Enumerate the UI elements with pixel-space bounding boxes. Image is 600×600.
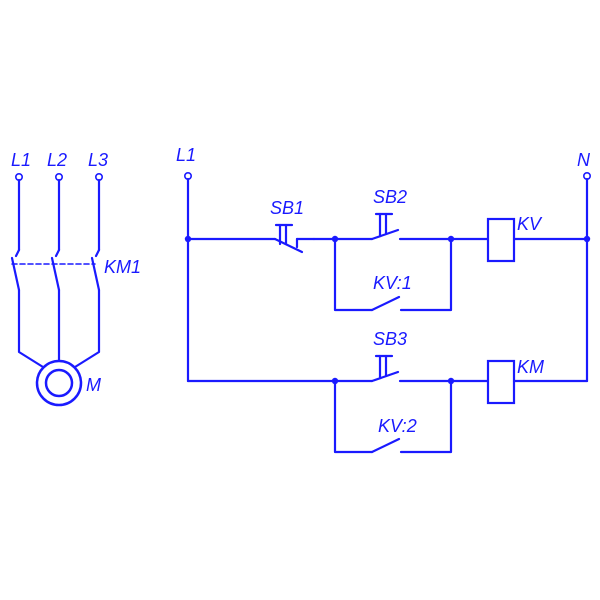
line-label-l1: L1 — [176, 145, 196, 165]
relay-coil-kv — [486, 217, 516, 263]
relay-contact-1-label: KV:1 — [373, 273, 412, 293]
junction-node — [447, 235, 455, 243]
junction-node — [184, 235, 192, 243]
relay-coil-label: KV — [517, 214, 543, 234]
motor-wire-l3 — [73, 288, 101, 369]
relay-contact-2-label: KV:2 — [378, 416, 417, 436]
start-button-sb2 — [370, 212, 490, 241]
rung-1: SB1 SB2 KV:1 — [184, 187, 591, 312]
junction-node — [331, 235, 339, 243]
junction-node — [447, 377, 455, 385]
stop-button-sb1 — [273, 223, 316, 254]
start-button-2-label: SB3 — [373, 329, 407, 349]
start-button-1-label: SB2 — [373, 187, 407, 207]
motor-label: M — [86, 375, 101, 395]
power-circuit: L1 L2 L3 KM1 M — [10, 150, 141, 407]
relay-contact-kv1 — [333, 237, 453, 312]
contactor-km1-contacts — [10, 248, 101, 292]
contactor-coil-km — [486, 359, 516, 405]
phase-label-l1: L1 — [11, 150, 31, 170]
control-circuit: L1 N SB1 — [176, 145, 591, 454]
contactor-coil-label: KM — [517, 357, 544, 377]
neutral-label-n: N — [577, 150, 591, 170]
junction-node — [331, 377, 339, 385]
stop-button-label: SB1 — [270, 198, 304, 218]
phase-label-l3: L3 — [88, 150, 108, 170]
phase-label-l2: L2 — [47, 150, 67, 170]
motor-wire-l1 — [17, 288, 45, 369]
rung-2: SB3 KV:2 KM — [186, 329, 589, 454]
start-button-sb3 — [370, 354, 490, 383]
relay-contact-kv2 — [333, 379, 453, 454]
motor-symbol — [35, 359, 83, 407]
contactor-label-km1: KM1 — [104, 257, 141, 277]
